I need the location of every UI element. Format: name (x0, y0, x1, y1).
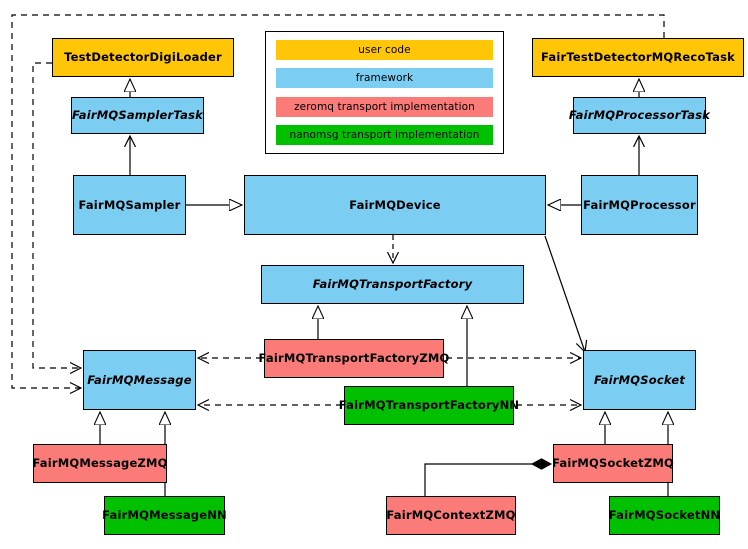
class-box-fairmq-transport-factory-zmq[interactable]: FairMQTransportFactoryZMQ (259, 339, 449, 378)
class-box-fair-test-detector-mq-reco-task[interactable]: FairTestDetectorMQRecoTask (532, 38, 744, 77)
color-legend: user code framework zeromq transport imp… (265, 31, 504, 154)
class-box-fairmq-socket-nn[interactable]: FairMQSocketNN (609, 496, 720, 535)
class-label: FairMQMessage (87, 372, 192, 387)
class-box-fairmq-message-zmq[interactable]: FairMQMessageZMQ (32, 444, 168, 483)
class-label: FairMQTransportFactoryZMQ (258, 351, 450, 366)
edge-device-socket (544, 235, 585, 352)
class-box-fairmq-message[interactable]: FairMQMessage (83, 350, 196, 410)
legend-item-label: nanomsg transport implementation (289, 128, 480, 141)
class-box-fairmq-processor-task[interactable]: FairMQProcessorTask (569, 97, 710, 134)
class-box-fairmq-device[interactable]: FairMQDevice (244, 175, 546, 235)
legend-item-label: framework (355, 72, 414, 85)
class-label: FairMQSampler (78, 197, 181, 212)
class-box-fairmq-sampler[interactable]: FairMQSampler (73, 175, 186, 235)
class-box-fairmq-transport-factory-nn[interactable]: FairMQTransportFactoryNN (339, 386, 519, 425)
class-label: TestDetectorDigiLoader (64, 50, 222, 65)
class-label: FairMQContextZMQ (386, 508, 516, 523)
legend-item-nanomsg: nanomsg transport implementation (276, 124, 493, 145)
class-label: FairMQSocketZMQ (552, 456, 674, 471)
class-label: FairMQSocket (593, 372, 686, 387)
class-box-fairmq-transport-factory[interactable]: FairMQTransportFactory (261, 265, 524, 304)
class-label: FairMQDevice (349, 197, 441, 212)
edge-contextzmq-socketzmq (424, 464, 551, 496)
class-label: FairMQProcessor (583, 197, 696, 212)
legend-item-label: user code (358, 44, 411, 56)
class-label: FairMQProcessorTask (568, 108, 711, 123)
class-label: FairMQSamplerTask (72, 108, 203, 123)
class-label: FairMQTransportFactoryNN (338, 398, 520, 413)
class-label: FairMQSocketNN (608, 508, 721, 523)
class-box-fairmq-message-nn[interactable]: FairMQMessageNN (102, 496, 227, 535)
legend-item-user-code: user code (276, 40, 493, 60)
class-label: FairMQMessageNN (102, 508, 227, 523)
class-box-test-detector-digi-loader[interactable]: TestDetectorDigiLoader (52, 38, 234, 77)
legend-item-framework: framework (276, 68, 493, 89)
class-label: FairMQMessageZMQ (32, 456, 168, 471)
class-label: FairTestDetectorMQRecoTask (541, 50, 735, 65)
class-box-fairmq-processor[interactable]: FairMQProcessor (581, 175, 698, 235)
class-box-fairmq-sampler-task[interactable]: FairMQSamplerTask (71, 97, 204, 134)
legend-item-zeromq: zeromq transport implementation (276, 96, 493, 117)
class-label: FairMQTransportFactory (312, 277, 473, 292)
class-box-fairmq-context-zmq[interactable]: FairMQContextZMQ (386, 496, 516, 535)
class-box-fairmq-socket[interactable]: FairMQSocket (583, 350, 696, 410)
class-box-fairmq-socket-zmq[interactable]: FairMQSocketZMQ (552, 444, 674, 483)
legend-item-label: zeromq transport implementation (294, 100, 475, 113)
